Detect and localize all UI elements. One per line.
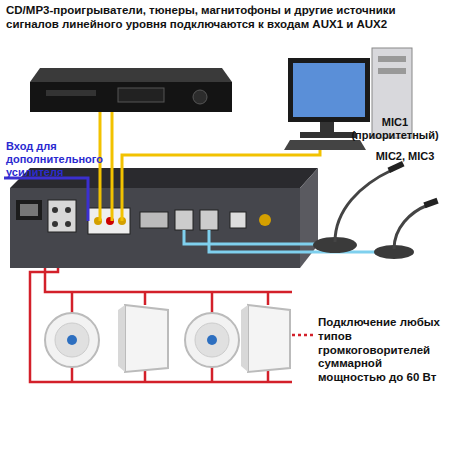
aux-cable xyxy=(100,112,320,221)
speaker-wire xyxy=(30,258,292,382)
microphone xyxy=(313,161,439,259)
mic-label: MIC2, MIC3 xyxy=(360,150,450,163)
input-wire xyxy=(4,178,88,221)
mic-label: MIC1 (приоритетный) xyxy=(345,116,445,142)
input-note: Вход для дополнительного усилителя xyxy=(6,140,116,180)
cd-player xyxy=(30,68,232,112)
speaker xyxy=(45,305,290,372)
source-note: CD/MP3-проигрыватели, тюнеры, магнитофон… xyxy=(6,4,446,32)
mic-cable xyxy=(184,230,390,252)
speaker-note: Подключение любых типов громкоговорителе… xyxy=(318,316,446,385)
